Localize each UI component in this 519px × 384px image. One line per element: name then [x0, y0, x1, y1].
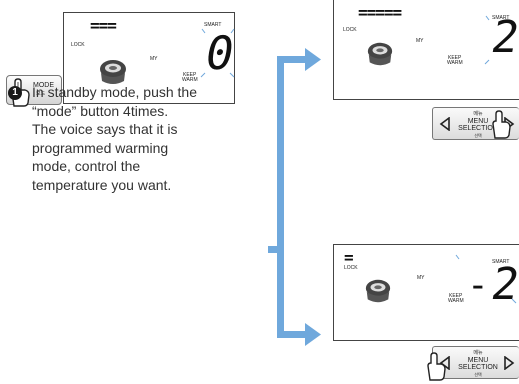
smart-label: SMART: [204, 22, 222, 28]
indicator-ticks: [484, 15, 490, 65]
lcd-dashes: =: [344, 248, 354, 267]
menu-selection-button-bottom[interactable]: 메뉴 MENU SELECTION 선택: [432, 346, 519, 379]
lcd-display-top: ===== LOCK MY SMART KEEP WARM 2: [333, 0, 519, 100]
lock-label: LOCK: [344, 265, 358, 271]
step-badge: 1: [8, 86, 22, 100]
keep-label: KEEP: [449, 293, 463, 299]
step-number: 1: [12, 87, 18, 98]
rice-cooker-icon: [365, 279, 391, 303]
rice-cooker-icon: [367, 42, 393, 66]
menu-korean-label: 메뉴: [473, 350, 483, 356]
branch-arrow: [268, 48, 321, 346]
lcd-dashes: ===: [90, 16, 117, 35]
left-arrow-icon[interactable]: [439, 117, 451, 131]
my-label: MY: [416, 38, 424, 44]
keep-label: KEEP: [183, 72, 197, 78]
selection-label: SELECTION: [458, 364, 498, 371]
keep-label: KEEP: [448, 55, 462, 61]
my-label: MY: [417, 275, 425, 281]
lcd-minus-sign: -: [467, 265, 489, 306]
instruction-line: temperature you want.: [32, 176, 172, 193]
selection-label: SELECTION: [458, 125, 498, 132]
instruction-line: programmed warming: [32, 139, 169, 156]
lock-label: LOCK: [343, 27, 357, 33]
pointing-hand-icon: [427, 352, 446, 381]
lcd-display-bottom: = LOCK MY SMART KEEP WARM - 2: [333, 244, 519, 341]
indicator-ticks: [455, 254, 517, 304]
smart-label: SMART: [492, 15, 510, 21]
selection-korean-label: 선택: [474, 133, 482, 138]
selection-korean-label: 선택: [474, 372, 482, 377]
warm-label: WARM: [448, 298, 464, 304]
menu-label: MENU: [467, 118, 489, 125]
instruction-line: In standby mode, push the: [32, 84, 197, 100]
menu-label: MENU: [467, 357, 489, 364]
pointing-hand-icon: [492, 110, 511, 139]
mode-button-sublabel: 모드: [36, 91, 46, 97]
smart-label: SMART: [492, 259, 510, 265]
warm-label: WARM: [447, 60, 463, 66]
instruction-text: In standby mode, push the “mode” button …: [32, 83, 242, 194]
instruction-line: The voice says that it is: [32, 121, 178, 137]
rice-cooker-icon: [100, 60, 126, 84]
menu-selection-label: 메뉴 MENU SELECTION 선택: [455, 350, 501, 378]
warm-label: WARM: [182, 77, 198, 83]
lock-label: LOCK: [71, 42, 85, 48]
instruction-line: mode, control the: [32, 158, 141, 174]
indicator-ticks: [200, 28, 235, 78]
mode-button-label: MODE: [33, 82, 54, 89]
right-arrow-icon[interactable]: [503, 356, 515, 370]
lcd-display-standby: === LOCK MY SMART KEEP WARM 0: [63, 12, 238, 104]
my-label: MY: [150, 56, 158, 62]
lcd-dashes: =====: [358, 3, 402, 22]
menu-selection-label: 메뉴 MENU SELECTION 선택: [455, 111, 501, 139]
instruction-line: “mode” button 4times.: [32, 102, 169, 119]
menu-korean-label: 메뉴: [473, 111, 483, 117]
